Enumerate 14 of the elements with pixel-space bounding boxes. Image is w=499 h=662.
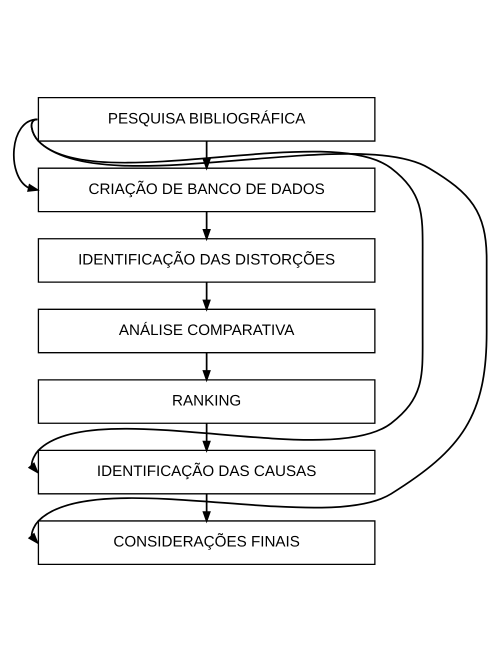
node-box: CONSIDERAÇÕES FINAIS: [37, 520, 376, 565]
arrow: [202, 212, 210, 242]
arrow: [202, 282, 210, 312]
arrow: [202, 352, 210, 382]
node-box: RANKING: [37, 379, 376, 424]
arrow: [202, 424, 210, 453]
arrow: [12, 118, 40, 192]
arrow: [202, 494, 210, 524]
node-box: PESQUISA BIBLIOGRÁFICA: [37, 97, 376, 142]
node-box: IDENTIFICAÇÃO DAS DISTORÇÕES: [37, 238, 376, 283]
node-box: IDENTIFICAÇÃO DAS CAUSAS: [37, 450, 376, 494]
node-box: CRIAÇÃO DE BANCO DE DADOS: [37, 168, 376, 212]
node-box: ANÁLISE COMPARATIVA: [37, 308, 376, 354]
arrow: [27, 118, 488, 545]
